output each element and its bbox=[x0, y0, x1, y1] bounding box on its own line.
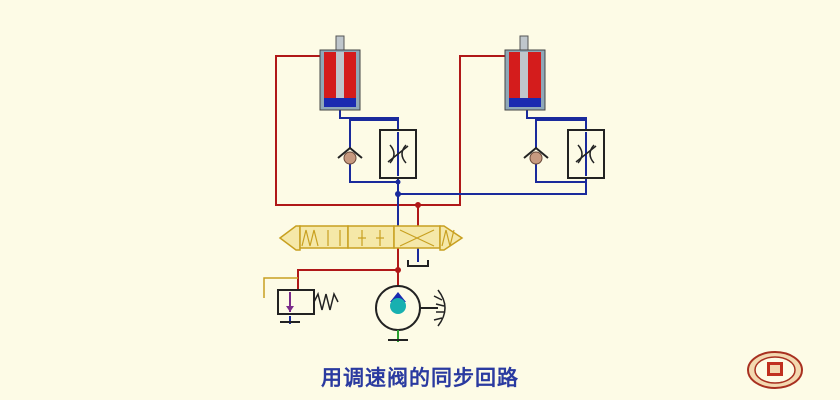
cylinder-left bbox=[319, 35, 361, 111]
check-valve-right bbox=[523, 146, 549, 165]
pressure-lines bbox=[275, 55, 507, 292]
check-valve-left bbox=[337, 146, 363, 165]
speed-control-valve-left bbox=[379, 129, 417, 179]
tank-symbol-valve bbox=[407, 260, 429, 267]
relief-valve bbox=[263, 277, 339, 323]
hydraulic-pump bbox=[375, 285, 446, 342]
speed-control-valve-right bbox=[567, 129, 605, 179]
university-seal-icon bbox=[747, 351, 803, 389]
junction-dots-blue bbox=[395, 179, 401, 197]
cylinder-right bbox=[504, 35, 546, 111]
return-lines bbox=[289, 108, 587, 324]
directional-control-valve bbox=[278, 225, 464, 251]
diagram-caption: 用调速阀的同步回路 bbox=[321, 366, 519, 390]
junction-dots bbox=[395, 202, 421, 273]
